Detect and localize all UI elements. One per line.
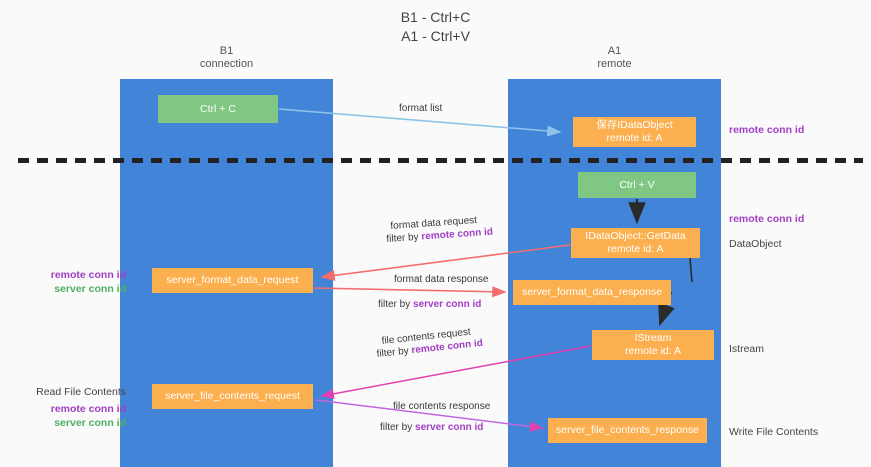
node-idataobject-getdata[interactable]: IDataObject::GetData remote id: A	[571, 228, 700, 258]
node-server-format-data-response-label: server_format_data_response	[521, 286, 663, 298]
node-server-format-data-response[interactable]: server_format_data_response	[513, 280, 671, 305]
node-ctrl-v-label: Ctrl + V	[619, 178, 655, 191]
filter-prefix: filter by	[386, 231, 422, 245]
node-server-format-data-request[interactable]: server_format_data_request	[152, 268, 313, 293]
label-left-conn-ids-mid: remote conn id server conn id	[14, 268, 126, 296]
diagram-title: B1 - Ctrl+C A1 - Ctrl+V	[0, 8, 871, 46]
node-idataobject-title: 保存IDataObject	[596, 119, 673, 131]
filter-prefix: filter by	[376, 345, 413, 360]
filter-key-remote-conn-id: remote conn id	[421, 226, 494, 243]
lane-header-b1: B1 connection	[120, 45, 333, 71]
filter-key-server-conn-id: server conn id	[415, 422, 484, 433]
filter-key-server-conn-id: server conn id	[413, 299, 482, 310]
lane-header-b1-name: B1	[219, 45, 234, 57]
node-idataobject[interactable]: 保存IDataObject remote id: A	[573, 117, 696, 147]
node-ctrl-c[interactable]: Ctrl + C	[158, 95, 278, 123]
edge-format-data-response	[313, 286, 507, 298]
label-read-file-contents: Read File Contents	[36, 386, 126, 398]
node-server-format-data-request-label: server_format_data_request	[166, 274, 299, 286]
filter-prefix: filter by	[380, 422, 416, 433]
node-ctrl-c-label: Ctrl + C	[200, 102, 236, 115]
label-remote-conn-id-mid: remote conn id	[729, 213, 805, 225]
lane-header-b1-role: connection	[199, 58, 254, 70]
node-istream-subtitle: remote id: A	[624, 345, 682, 357]
edge-label-file-contents-response: file contents response	[393, 401, 491, 412]
label-server-conn-id-left-mid: server conn id	[54, 283, 126, 295]
node-server-file-contents-response-label: server_file_contents_response	[555, 424, 699, 436]
node-server-file-contents-request[interactable]: server_file_contents_request	[152, 384, 313, 409]
edge-label-format-data-response-filter: filter by server conn id	[378, 298, 481, 311]
node-server-file-contents-response[interactable]: server_file_contents_response	[548, 418, 707, 443]
lane-header-a1: A1 remote	[508, 45, 721, 71]
label-remote-conn-id-top: remote conn id	[729, 124, 805, 136]
label-server-conn-id-left-bottom: server conn id	[54, 417, 126, 429]
lane-header-a1-name: A1	[607, 45, 622, 57]
label-write-file-contents: Write File Contents	[729, 426, 819, 438]
label-left-conn-ids-bottom: remote conn id server conn id	[14, 402, 126, 430]
lane-header-a1-role: remote	[597, 58, 632, 70]
node-istream-title: IStream	[634, 332, 672, 344]
node-server-file-contents-request-label: server_file_contents_request	[165, 390, 300, 402]
label-dataobject: DataObject	[729, 238, 782, 250]
filter-prefix: filter by	[378, 299, 414, 310]
title-line-2: A1 - Ctrl+V	[401, 28, 470, 44]
edge-label-format-list: format list	[399, 103, 443, 114]
node-idataobject-subtitle: remote id: A	[606, 132, 663, 144]
title-line-1: B1 - Ctrl+C	[400, 9, 471, 25]
node-getdata-subtitle: remote id: A	[607, 243, 664, 255]
node-ctrl-v[interactable]: Ctrl + V	[578, 172, 696, 198]
edge-label-format-data-response: format data response	[394, 274, 489, 285]
label-remote-conn-id-left-mid: remote conn id	[50, 269, 126, 281]
label-istream: Istream	[729, 343, 765, 355]
label-remote-conn-id-left-bottom: remote conn id	[50, 403, 126, 415]
node-istream[interactable]: IStream remote id: A	[592, 330, 714, 360]
phase-divider	[18, 158, 863, 163]
node-getdata-title: IDataObject::GetData	[585, 230, 686, 242]
edge-label-file-contents-response-filter: filter by server conn id	[380, 421, 483, 434]
